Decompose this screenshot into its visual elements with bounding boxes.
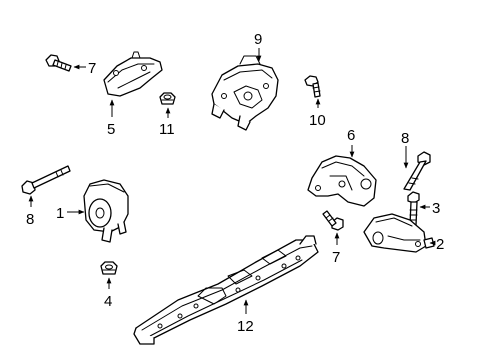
- mount-part-2: [363, 213, 435, 253]
- bolt-part-10: [304, 75, 321, 98]
- callout-8-right: 8: [401, 130, 409, 147]
- callout-7-lower: 7: [332, 249, 340, 266]
- bolt-part-8-right: [403, 151, 431, 191]
- callout-12: 12: [237, 318, 254, 335]
- callout-1: 1: [56, 205, 64, 222]
- bracket-part-5: [103, 51, 163, 97]
- nut-part-11: [159, 92, 176, 105]
- callout-2: 2: [436, 236, 444, 253]
- callout-11: 11: [159, 121, 175, 138]
- bracket-part-6: [307, 155, 377, 207]
- callout-10: 10: [309, 112, 326, 129]
- nut-part-4: [100, 261, 118, 275]
- engine-mount-part-1: [83, 179, 129, 243]
- crossmember-part-12: [133, 235, 319, 345]
- callout-9: 9: [254, 31, 262, 48]
- callout-6: 6: [347, 127, 355, 144]
- callout-7-upper: 7: [88, 60, 96, 77]
- callout-8-left: 8: [26, 211, 34, 228]
- bolt-part-8-left: [21, 165, 71, 195]
- bolt-part-7-upper: [45, 54, 72, 72]
- callout-3: 3: [432, 200, 440, 217]
- callout-5: 5: [107, 121, 115, 138]
- mount-part-9: [211, 55, 279, 131]
- bolt-part-7-lower: [322, 210, 344, 231]
- callout-4: 4: [104, 293, 112, 310]
